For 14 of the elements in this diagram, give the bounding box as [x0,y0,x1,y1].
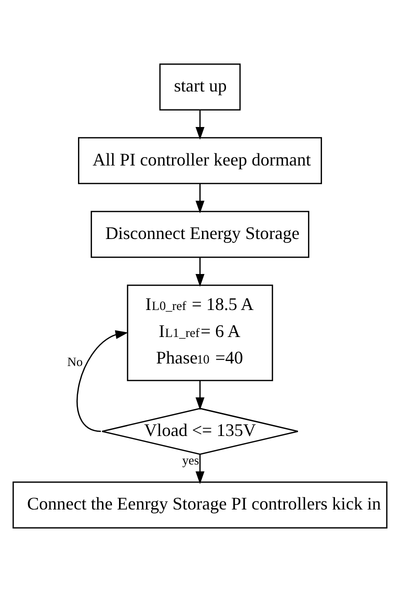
node-box: Disconnect Energy Storage [90,210,310,258]
edge-label: No [67,355,83,370]
node-box: start up [159,63,241,110]
arrow [196,184,204,214]
arrow [196,380,204,410]
edge-label: yes [182,454,200,468]
node-box: IL0_ref = 18.5 A IL1_ref= 6 A Phase10 =40 [126,284,274,382]
arrow [196,454,204,484]
node-diamond: Vload <= 135V [102,408,298,455]
arrow [196,110,204,140]
arrow [196,257,204,287]
node-box: All PI controller keep dormant [78,137,322,184]
node-box: Connect the Eenrgy Storage PI controllers kick in [12,482,388,529]
arrow [76,330,128,432]
